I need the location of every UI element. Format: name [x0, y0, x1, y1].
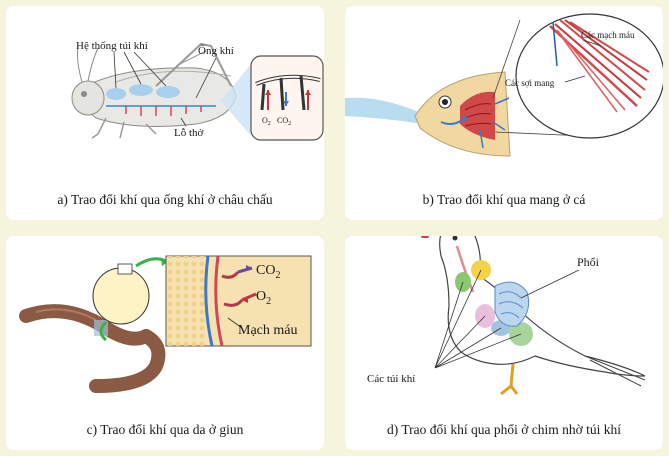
label-blood-vessels: Các mạch máu	[581, 30, 635, 40]
earthworm-illustration: CO2 O2 Mạch máu	[19, 255, 312, 393]
fish-illustration: Các mạch máu Các sợi mang	[345, 13, 663, 157]
grasshopper-illustration: Hệ thống túi khí Ống khí Lỗ thở O2 CO2	[71, 40, 324, 141]
label-air-sac-system: Hệ thống túi khí	[76, 40, 148, 52]
panel-earthworm: CO2 O2 Mạch máu c) Trao đổi khí qua da ở…	[6, 236, 324, 450]
panel-grasshopper: Hệ thống túi khí Ống khí Lỗ thở O2 CO2 a…	[6, 6, 324, 220]
label-gill-filaments: Các sợi mang	[505, 78, 555, 88]
label-blood-vessel: Mạch máu	[238, 323, 297, 338]
label-a-o2: O2	[262, 116, 271, 127]
caption-b: b) Trao đổi khí qua mang ở cá	[422, 192, 586, 207]
caption-d: d) Trao đổi khí qua phổi ở chim nhờ túi …	[386, 422, 622, 437]
label-c-o2: O2	[256, 289, 271, 307]
panel-bird: Phổi Các túi khí d) Trao đổi khí qua phổ…	[345, 236, 663, 450]
label-lung: Phổi	[577, 255, 600, 269]
label-air-sacs: Các túi khí	[367, 373, 415, 385]
bird-illustration: Phổi Các túi khí	[367, 236, 646, 396]
label-trachea: Ống khí	[198, 44, 234, 57]
panel-fish: Các mạch máu Các sợi mang b) Trao đổi kh…	[345, 6, 663, 220]
gill-filaments	[549, 19, 650, 113]
label-a-co2: CO2	[277, 116, 291, 127]
label-c-co2: CO2	[256, 263, 280, 281]
caption-a: a) Trao đổi khí qua ống khí ở châu chấu	[57, 192, 273, 207]
label-spiracle: Lỗ thở	[174, 127, 204, 139]
caption-c: c) Trao đổi khí qua da ở giun	[86, 422, 244, 437]
